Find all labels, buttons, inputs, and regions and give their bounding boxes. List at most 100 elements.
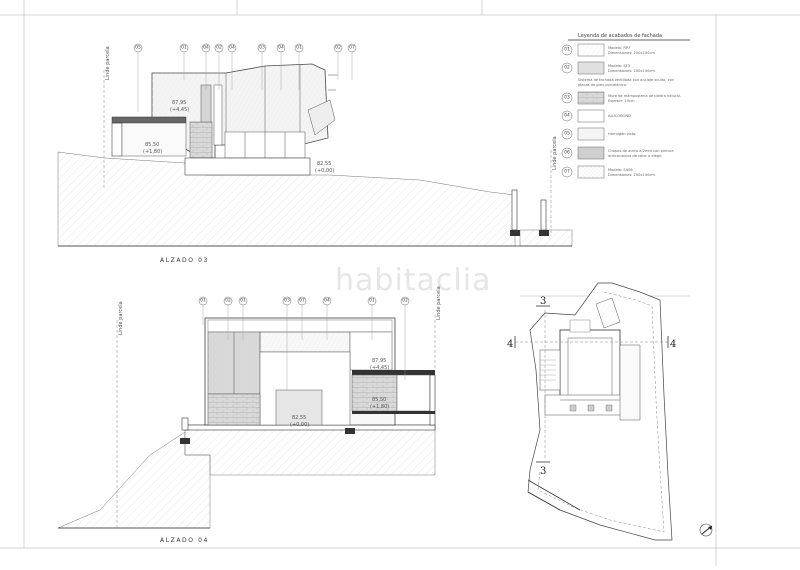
- svg-text:01: 01: [369, 298, 375, 304]
- material-tag: 07: [297, 296, 307, 306]
- svg-text:04: 04: [564, 113, 570, 119]
- level-value: 85,50: [372, 397, 386, 403]
- legend-item: 07 Modelo: SAS6 Dimensiones: 200x100cm: [561, 165, 655, 179]
- material-tag: 01: [198, 296, 208, 306]
- level-value: 87,95: [372, 358, 386, 364]
- elevation-03-levels: 87,95 (+4,45) 85,50 (+1,80) 82,55 (+0,00…: [143, 100, 334, 174]
- svg-text:02: 02: [216, 45, 222, 51]
- finish-legend: Leyenda de acabados de fachada 01 Modelo…: [561, 33, 690, 179]
- svg-text:02: 02: [564, 65, 570, 71]
- elevation-04-side-label-left: Linde parcela: [118, 301, 124, 335]
- material-tag: 02: [333, 43, 343, 53]
- material-tag: 01: [179, 43, 189, 53]
- material-tag: 04: [227, 43, 237, 53]
- elevation-04-levels: 87,95 (+4,45) 85,50 (+1,80) 82,55 (+0,00…: [290, 358, 389, 428]
- svg-text:05: 05: [135, 45, 141, 51]
- svg-text:02: 02: [225, 298, 231, 304]
- section-mark: 4: [507, 339, 513, 350]
- material-tag: 01: [238, 296, 248, 306]
- svg-text:Dimensiones: 200x100cm: Dimensiones: 200x100cm: [608, 51, 655, 55]
- svg-text:01: 01: [181, 45, 187, 51]
- level-relative: (+0,00): [290, 422, 309, 428]
- material-tag: 05: [133, 43, 143, 53]
- svg-text:03: 03: [284, 298, 290, 304]
- legend-item: 02 Modelo: SE3 Dimensiones: 200x100cm: [561, 61, 655, 75]
- svg-text:Modelo: RP7: Modelo: RP7: [608, 46, 630, 50]
- elevation-04-drawing: [57, 295, 690, 530]
- material-tag: 02: [400, 296, 410, 306]
- svg-text:Dimensiones: 200x100cm: Dimensiones: 200x100cm: [608, 173, 655, 177]
- section-mark: 3: [540, 466, 546, 477]
- legend-title: Leyenda de acabados de fachada: [578, 33, 662, 39]
- level-relative: (+0,00): [315, 168, 334, 174]
- level-value: 87,95: [172, 100, 186, 106]
- svg-text:03: 03: [564, 95, 570, 101]
- svg-text:Sistema de fachada ventilada c: Sistema de fachada ventilada con anclaje…: [578, 78, 674, 82]
- material-tag: 02: [214, 43, 224, 53]
- svg-text:06: 06: [564, 150, 570, 156]
- material-tag: 02: [223, 296, 233, 306]
- section-mark: 4: [670, 339, 676, 350]
- legend-item: 04 ALUCOBOND: [561, 109, 631, 123]
- elevation-04-side-label-right: Linde parcela: [436, 286, 442, 320]
- svg-text:Dimensiones: 200x100cm: Dimensiones: 200x100cm: [608, 69, 655, 73]
- svg-text:01: 01: [296, 45, 302, 51]
- elevation-03-title: ALZADO 03: [160, 257, 209, 264]
- svg-text:04: 04: [278, 45, 284, 51]
- level-relative: (+1,80): [370, 404, 389, 410]
- svg-text:04: 04: [229, 45, 235, 51]
- legend-item: 06 Chapas de acero e/2mm con pintura ant…: [561, 146, 674, 160]
- svg-text:01: 01: [564, 47, 570, 53]
- level-value: 82,55: [317, 161, 331, 167]
- svg-text:07: 07: [564, 169, 570, 175]
- watermark: habitaclia: [335, 263, 491, 298]
- elevation-03-tags: 05 01 04 02 04 03 04 01 02 07: [133, 43, 357, 112]
- level-relative: (+1,80): [143, 149, 162, 155]
- level-value: 82,55: [292, 415, 306, 421]
- svg-text:Modelo: SE3: Modelo: SE3: [608, 64, 630, 68]
- material-tag: 01: [294, 43, 304, 53]
- svg-text:02: 02: [335, 45, 341, 51]
- svg-text:04: 04: [203, 45, 209, 51]
- svg-text:02: 02: [402, 298, 408, 304]
- elevation-03-side-label-right: Linde parcela: [552, 136, 558, 170]
- svg-text:Chapas de acero e/2mm con pint: Chapas de acero e/2mm con pintura: [608, 149, 674, 153]
- material-tag: 03: [282, 296, 292, 306]
- elevation-04-title: ALZADO 04: [160, 537, 209, 544]
- elevation-03-side-label-left: Linde parcela: [105, 46, 111, 80]
- legend-item: 03 Muro de mampostería de piedra natural…: [561, 91, 681, 105]
- site-stair: [540, 359, 556, 381]
- level-value: 85,50: [145, 142, 159, 148]
- svg-text:anticorrosiva de color a elegi: anticorrosiva de color a elegir.: [608, 154, 662, 158]
- site-plan: [514, 282, 673, 541]
- svg-text:placas de gres porcelánico.: placas de gres porcelánico.: [578, 83, 627, 87]
- material-tag: 04: [322, 296, 332, 306]
- svg-text:Modelo: SAS6: Modelo: SAS6: [608, 168, 633, 172]
- svg-text:05: 05: [564, 131, 570, 137]
- legend-item: 01 Modelo: RP7 Dimensiones: 200x100cm: [561, 43, 655, 57]
- material-tag: 04: [201, 43, 211, 53]
- svg-text:Espesor: 15cm: Espesor: 15cm: [608, 99, 635, 103]
- legend-item-note: Sistema de fachada ventilada con anclaje…: [578, 78, 674, 87]
- svg-text:Muro de mampostería de piedra: Muro de mampostería de piedra natural.: [608, 94, 681, 98]
- north-arrow-icon: [699, 523, 713, 537]
- legend-item: 05 Hormigón visto.: [561, 127, 636, 141]
- level-relative: (+4,45): [170, 107, 189, 113]
- svg-text:Hormigón visto.: Hormigón visto.: [608, 132, 636, 136]
- svg-text:01: 01: [240, 298, 246, 304]
- svg-text:ALUCOBOND: ALUCOBOND: [608, 114, 631, 118]
- elevation-03-drawing: [57, 63, 573, 247]
- svg-text:04: 04: [324, 298, 330, 304]
- svg-text:07: 07: [349, 45, 355, 51]
- material-tag: 07: [347, 43, 357, 53]
- material-tag: 03: [257, 43, 267, 53]
- material-tag: 01: [367, 296, 377, 306]
- svg-text:03: 03: [259, 45, 265, 51]
- section-mark: 3: [540, 296, 546, 307]
- material-tag: 04: [276, 43, 286, 53]
- svg-text:01: 01: [200, 298, 206, 304]
- elevation-04-tags: 01 02 01 03 07 04 01 02: [198, 296, 410, 390]
- level-relative: (+4,45): [370, 365, 389, 371]
